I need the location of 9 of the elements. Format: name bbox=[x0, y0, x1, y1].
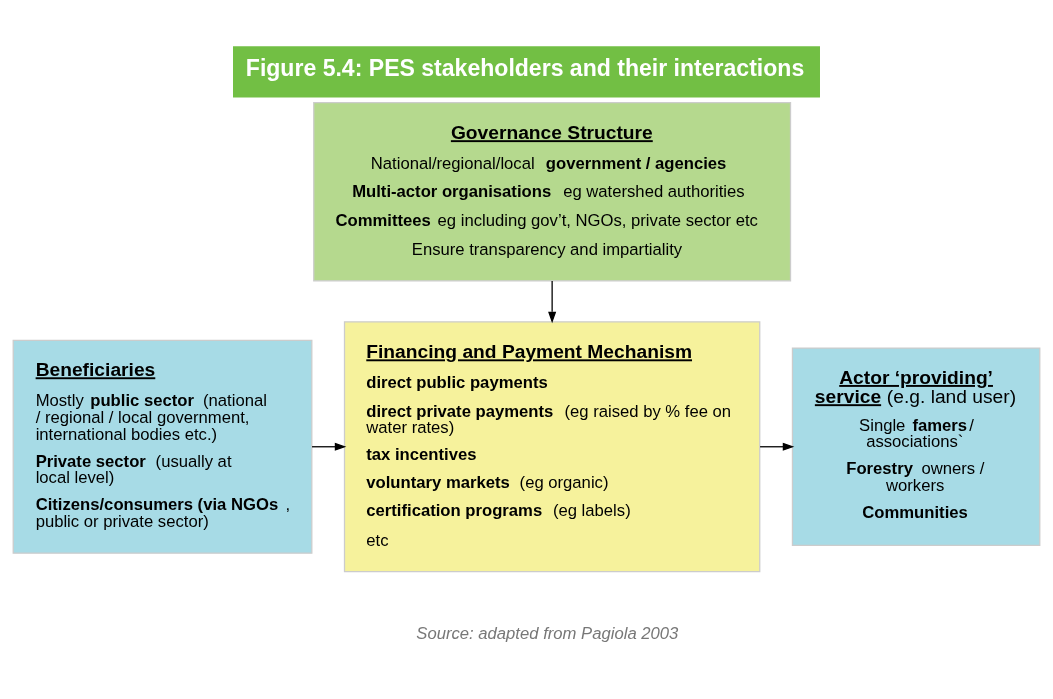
node-box: Beneficiaries Mostly public sector (national / regional / local government, international bodies etc.) Private sector (usually at local level) Citizens/consumers (via NGOs, public or private sector) bbox=[12, 339, 313, 554]
caption: Source: adapted from Pagiola 2003 bbox=[416, 623, 679, 643]
diagram-title: Figure 5.4: PES stakeholders and their interactions bbox=[245, 54, 805, 81]
node-box: Actor ‘providing’ service (e.g. land user) Single famers/ associations` Forestry owners / workers Communities bbox=[791, 346, 1041, 546]
node-box: Financing and Payment Mechanism direct public payments direct private payments (eg raised by % fee on water rates) tax incentives voluntary markets (eg organic) certification programs (eg labels) etc bbox=[343, 320, 761, 572]
arrow bbox=[759, 442, 795, 451]
arrow bbox=[548, 279, 557, 323]
arrow bbox=[311, 442, 347, 451]
node-box: Governance Structure National/regional/local government / agencies Multi-actor organisations eg watershed authorities Committees eg including gov’t, NGOs, private sector etc Ensure transparency and impartiality bbox=[313, 101, 792, 281]
